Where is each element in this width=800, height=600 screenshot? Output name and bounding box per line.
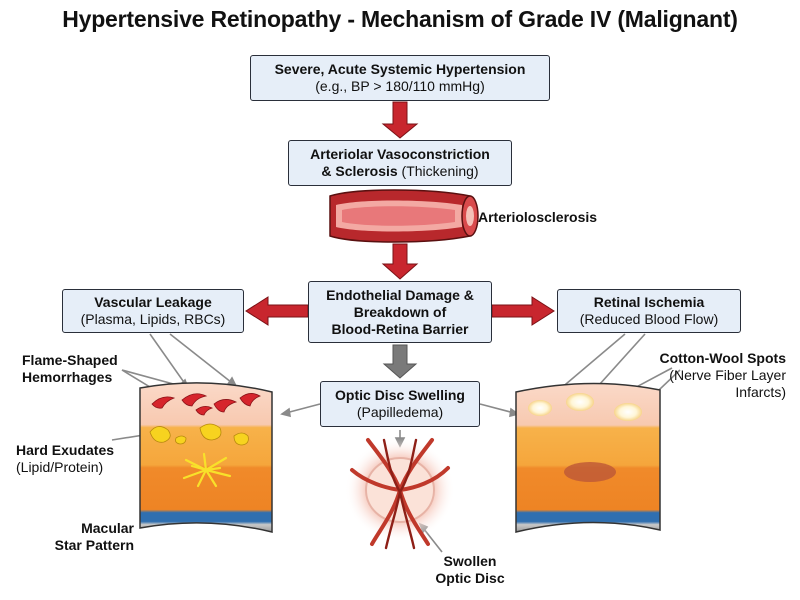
node-optic-title: Optic Disc Swelling — [335, 387, 465, 403]
node-vascular-leakage: Vascular Leakage (Plasma, Lipids, RBCs) — [62, 289, 244, 333]
swollen-optic-disc-illustration — [345, 438, 455, 550]
node-vasoconstriction-title: Arteriolar Vasoconstriction — [310, 146, 490, 162]
label-macular-star: Macular Star Pattern — [54, 520, 134, 553]
node-hypertension-title: Severe, Acute Systemic Hypertension — [274, 61, 526, 77]
label-flame-hemorrhages: Flame-Shaped Hemorrhages — [22, 352, 118, 385]
node-hypertension: Severe, Acute Systemic Hypertension (e.g… — [250, 55, 550, 101]
node-ischemia-sub: (Reduced Blood Flow) — [579, 311, 719, 327]
label-cotton-wool: Cotton-Wool Spots (Nerve Fiber Layer Inf… — [659, 350, 787, 400]
arteriole-illustration — [329, 189, 479, 243]
arrow-endothelial-to-optic — [382, 344, 418, 379]
node-ischemia-title: Retinal Ischemia — [593, 294, 705, 310]
node-endothelial: Endothelial Damage & Breakdown of Blood-… — [308, 281, 492, 343]
right-retina-section — [515, 382, 661, 533]
node-vasoconstriction: Arteriolar Vasoconstriction & Sclerosis … — [288, 140, 512, 186]
node-optic-sub: (Papilledema) — [356, 404, 444, 420]
diagram-title: Hypertensive Retinopathy - Mechanism of … — [62, 6, 738, 32]
node-endothelial-line2: Breakdown of — [353, 303, 447, 320]
label-arteriolosclerosis: Arteriolosclerosis — [478, 209, 598, 225]
node-vasoconstriction-sclerosis: & Sclerosis — [321, 163, 398, 179]
node-leakage-sub: (Plasma, Lipids, RBCs) — [80, 311, 226, 327]
node-retinal-ischemia: Retinal Ischemia (Reduced Blood Flow) — [557, 289, 741, 333]
node-leakage-title: Vascular Leakage — [94, 294, 212, 310]
left-retina-section — [139, 382, 273, 533]
node-hypertension-sub: (e.g., BP > 180/110 mmHg) — [315, 78, 485, 94]
label-hard-exudates: Hard Exudates (Lipid/Protein) — [16, 442, 115, 475]
arrow-hypertension-to-vasoconstriction — [381, 101, 419, 139]
node-endothelial-line1: Endothelial Damage & — [326, 286, 474, 303]
arrow-endothelial-to-leakage — [245, 296, 309, 326]
arrow-vessel-to-endothelial — [381, 243, 419, 280]
node-vasoconstriction-sub: (Thickening) — [397, 163, 479, 179]
node-endothelial-line3: Blood-Retina Barrier — [331, 320, 469, 337]
arrow-endothelial-to-ischemia — [491, 296, 555, 326]
label-swollen-optic-disc: Swollen Optic Disc — [435, 553, 505, 586]
macular-star — [182, 452, 232, 488]
node-optic-disc-swelling: Optic Disc Swelling (Papilledema) — [320, 381, 480, 427]
